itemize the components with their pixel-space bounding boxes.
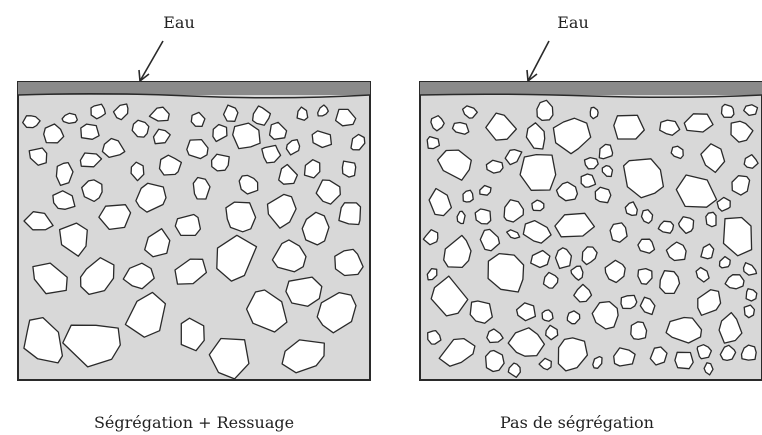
water-label-left: Eau (163, 13, 195, 32)
panel-segregation: Eau Ségrégation + Ressuage (18, 13, 370, 432)
aggregate-stone (457, 211, 465, 223)
panel-no-segregation: Eau Pas de ségrégation (420, 13, 762, 432)
aggregate-stone (486, 160, 503, 173)
aggregate-stone (342, 161, 355, 177)
aggregate-stone (585, 158, 599, 169)
caption-right: Pas de ségrégation (500, 413, 654, 432)
aggregate-stone (212, 154, 230, 171)
water-layer-left (18, 82, 370, 95)
aggregate-stone (81, 124, 99, 139)
aggregate-stone (722, 104, 734, 117)
aggregate-stone (463, 190, 473, 202)
aggregate-stone (621, 295, 637, 308)
caption-left: Ségrégation + Ressuage (94, 413, 294, 432)
aggregate-stone (590, 107, 598, 118)
water-label-right: Eau (557, 13, 589, 32)
aggregate-stone (660, 271, 680, 294)
aggregate-stone (226, 202, 256, 232)
water-arrow-left (139, 41, 163, 81)
aggregate-stone (675, 352, 693, 368)
aggregate-stone (638, 239, 655, 253)
aggregate-stone (339, 203, 361, 225)
aggregate-stone (614, 115, 645, 139)
aggregate-stone (475, 209, 491, 224)
aggregate-stone (427, 137, 439, 149)
aggregate-stone (595, 187, 611, 202)
aggregate-stone (744, 305, 754, 318)
water-layer-right (420, 82, 762, 95)
water-arrow-right (527, 41, 549, 81)
aggregate-stone (542, 310, 553, 321)
aggregate-stone (532, 200, 544, 211)
aggregate-stone (706, 212, 716, 226)
aggregate-stone (631, 322, 647, 340)
